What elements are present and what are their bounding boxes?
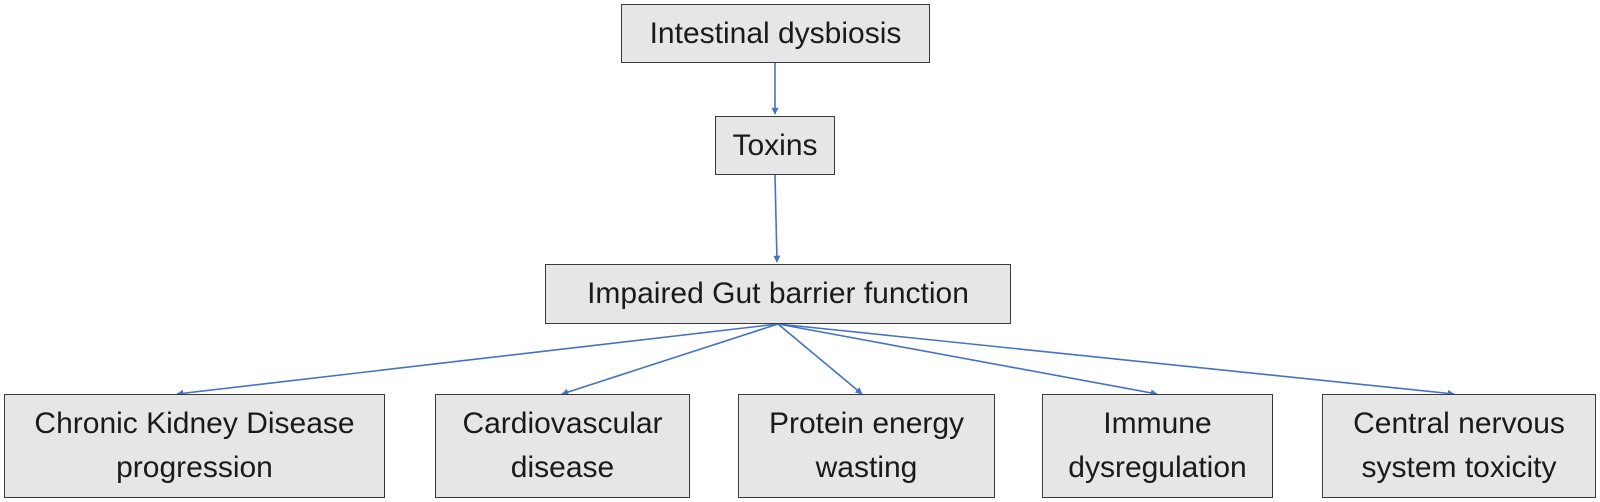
node-label-line1: Immune: [1103, 407, 1212, 440]
node-impaired-gut-barrier: Impaired Gut barrier function: [545, 264, 1011, 324]
arrow-gut-barrier-to-ckd: [176, 323, 779, 397]
node-label-line2: progression: [116, 451, 273, 484]
arrow-gut-barrier-to-pew: [777, 323, 863, 395]
node-label: Intestinal dysbiosis: [649, 16, 902, 50]
arrow-toxins-to-gut-barrier: [773, 174, 781, 263]
node-label-line2: wasting: [815, 451, 918, 484]
node-label: Toxins: [732, 128, 818, 162]
node-cns-toxicity: Central nervous system toxicity: [1322, 394, 1596, 498]
node-immune-dysregulation: Immune dysregulation: [1042, 394, 1273, 498]
node-intestinal-dysbiosis: Intestinal dysbiosis: [621, 4, 930, 63]
node-label-line1: Chronic Kidney Disease: [34, 407, 355, 440]
node-label-line1: Protein energy: [768, 407, 965, 440]
arrow-gut-barrier-to-immune: [777, 323, 1158, 397]
node-ckd-progression: Chronic Kidney Disease progression: [4, 394, 385, 498]
node-label-line2: dysregulation: [1068, 451, 1247, 484]
node-label-line1: Cardiovascular: [462, 407, 663, 440]
node-label: Impaired Gut barrier function: [587, 277, 969, 310]
node-toxins: Toxins: [715, 116, 835, 175]
arrow-gut-barrier-to-cns: [777, 323, 1455, 397]
node-protein-energy-wasting: Protein energy wasting: [738, 394, 995, 498]
node-cardiovascular-disease: Cardiovascular disease: [435, 394, 690, 498]
node-label-line1: Central nervous: [1353, 407, 1565, 440]
arrow-gut-barrier-to-cvd: [561, 323, 779, 396]
node-label-line2: system toxicity: [1361, 451, 1557, 484]
node-label-line2: disease: [510, 451, 615, 484]
